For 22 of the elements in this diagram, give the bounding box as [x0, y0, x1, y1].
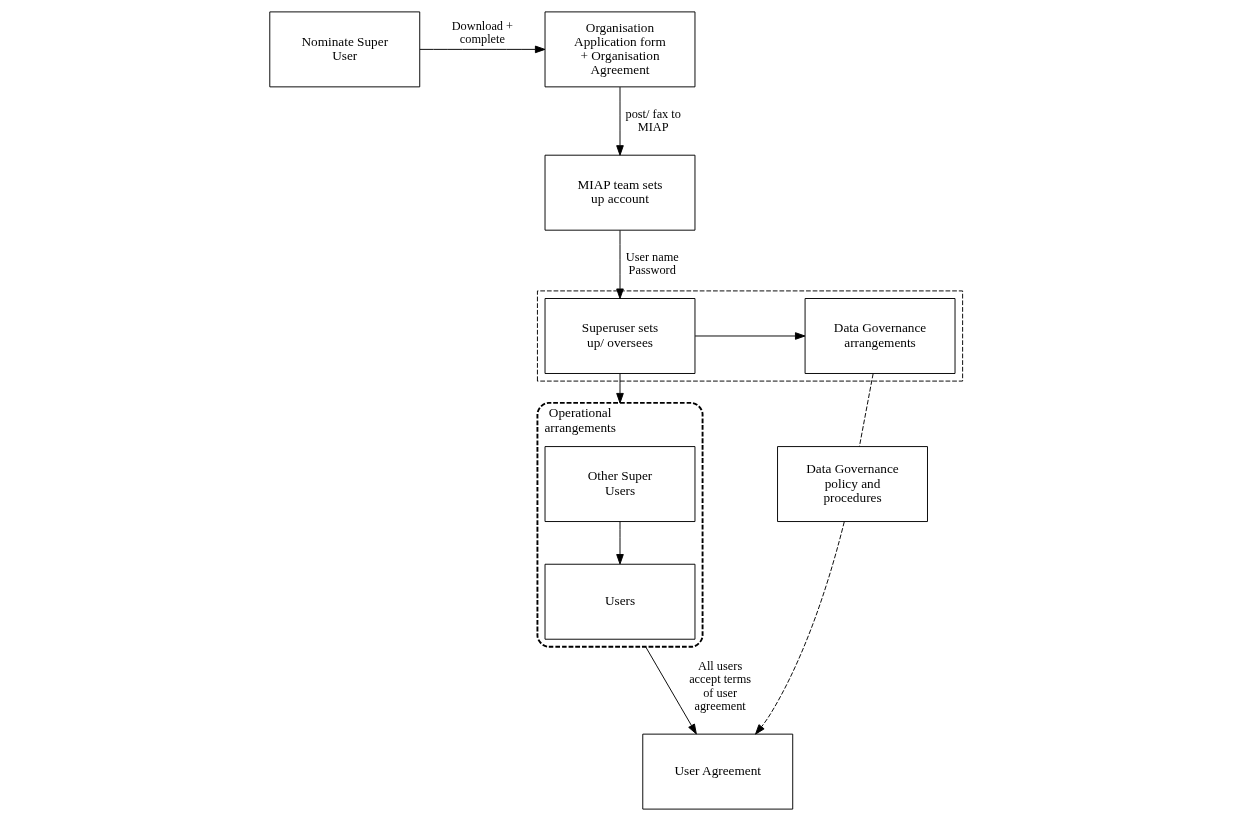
arrow — [616, 86, 624, 156]
node-box: MIAP team sets up account — [544, 154, 696, 231]
node-box: Data Governance arrangements — [804, 298, 956, 374]
node-box: Superuser sets up/ oversees — [544, 298, 696, 374]
arrow — [616, 373, 624, 404]
arrow — [694, 332, 806, 340]
connector — [858, 373, 874, 447]
arrow — [616, 521, 624, 565]
node-box: Users — [544, 563, 696, 640]
node-box: Nominate Super User — [269, 11, 421, 88]
edge-label: User name Password — [625, 249, 679, 278]
edge-label: Download + complete — [451, 18, 514, 47]
edge-label: post/ fax to MIAP — [625, 106, 681, 134]
arrow — [645, 646, 697, 735]
arrow — [755, 521, 845, 735]
node-box: Other Super Users — [544, 446, 696, 522]
node-box: Data Governance policy and procedures — [777, 446, 928, 522]
arrow — [616, 229, 624, 299]
arrow — [419, 45, 546, 54]
node-box: User Agreement — [642, 733, 794, 810]
edge-label: All users accept terms of user agreement — [689, 658, 752, 713]
node-box: Organisation Application form + Organisation Agreement — [544, 11, 696, 88]
